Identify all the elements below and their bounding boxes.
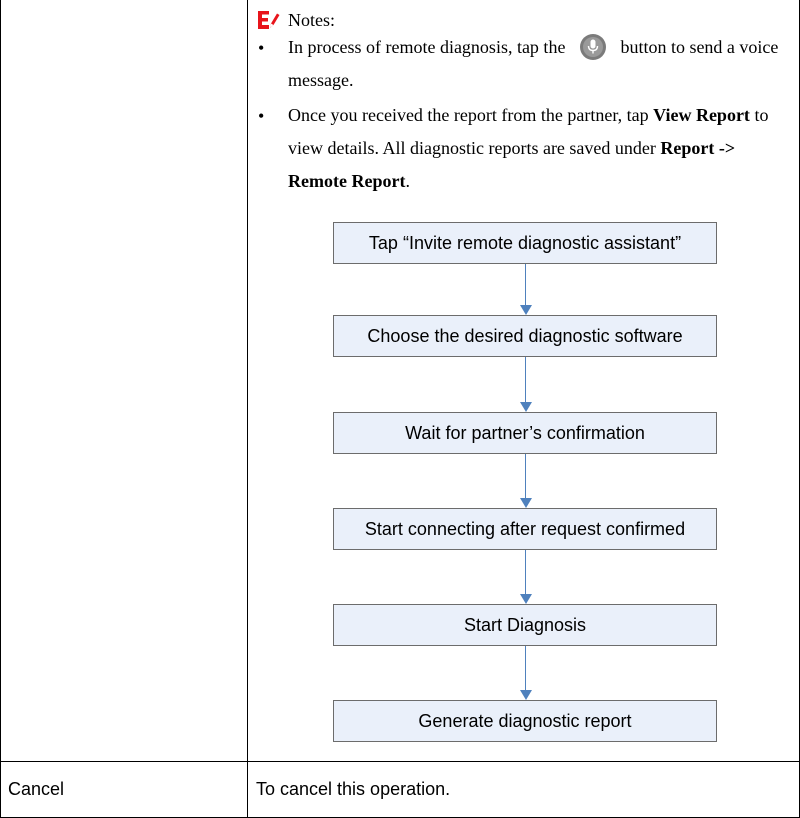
bullet-marker: • [258, 106, 265, 126]
note-report-text-3: . [405, 171, 410, 191]
note-voice-text-before: In process of remote diagnosis, tap the [288, 37, 566, 57]
flow-arrow-line [525, 454, 526, 499]
flow-arrow-line [525, 264, 526, 308]
table-left-border [0, 0, 1, 818]
flow-arrow-head [520, 498, 532, 508]
flow-arrow-line [525, 357, 526, 403]
note-voice-text-after: button to send a voice message. [288, 37, 779, 90]
table-row-divider [0, 761, 800, 762]
table-column-divider [247, 0, 248, 818]
note-view-report: Once you received the report from the pa… [288, 99, 793, 198]
remote-report-path: Report -> Remote Report [288, 138, 736, 191]
flow-arrow-head [520, 402, 532, 412]
view-report-term: View Report [653, 105, 750, 125]
notes-header: Notes: [256, 8, 335, 32]
flow-arrow-head [520, 594, 532, 604]
flow-arrow-head [520, 690, 532, 700]
row-label-cancel: Cancel [8, 779, 65, 799]
flow-step-choose-software: Choose the desired diagnostic software [333, 315, 717, 357]
note-report-text-2: to view details. All diagnostic reports … [288, 105, 769, 158]
notes-title: Notes: [288, 9, 335, 30]
flow-step-wait-confirmation: Wait for partner’s confirmation [333, 412, 717, 454]
bullet-marker: • [258, 38, 265, 58]
microphone-icon [579, 33, 606, 60]
note-voice-message: In process of remote diagnosis, tap the … [288, 31, 793, 97]
flow-step-start-connecting: Start connecting after request confirmed [333, 508, 717, 550]
flow-step-generate-report: Generate diagnostic report [333, 700, 717, 742]
flow-arrow-line [525, 646, 526, 691]
flow-step-start-diagnosis: Start Diagnosis [333, 604, 717, 646]
row-description-cancel: To cancel this operation. [256, 779, 451, 799]
note-report-text-1: Once you received the report from the pa… [288, 105, 654, 125]
flow-arrow-head [520, 305, 532, 315]
flow-step-invite: Tap “Invite remote diagnostic assistant” [333, 222, 717, 264]
flow-arrow-line [525, 550, 526, 595]
notes-icon [258, 11, 280, 29]
